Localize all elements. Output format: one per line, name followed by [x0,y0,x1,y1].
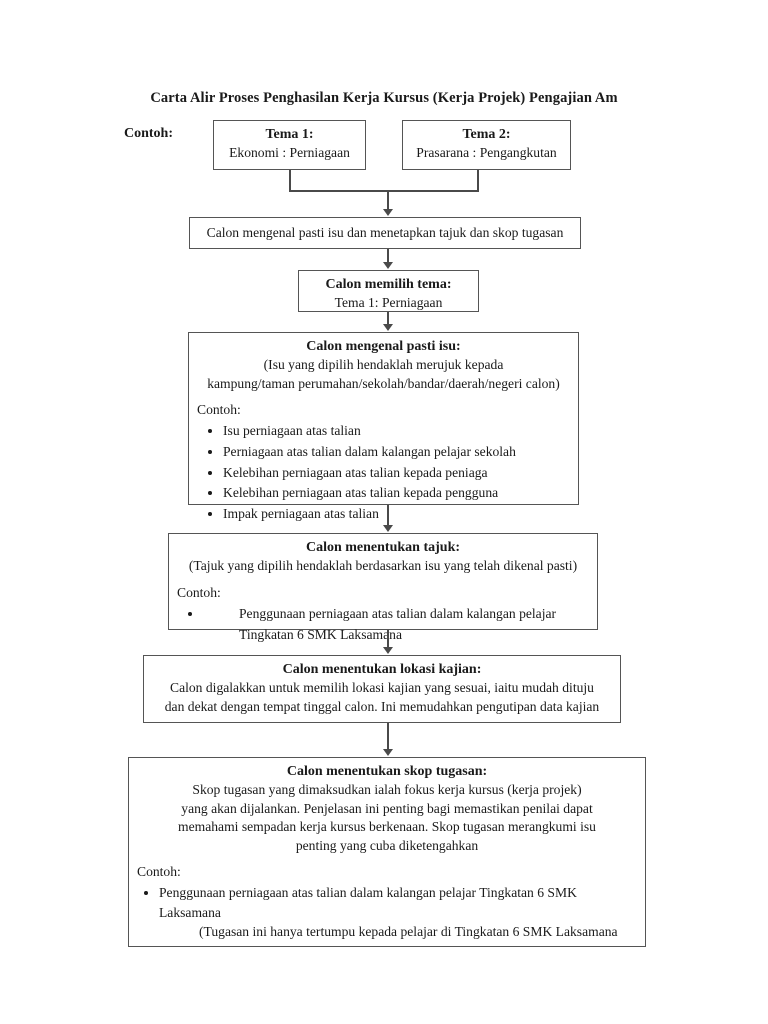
node-identify-issue-header: Calon mengenal pasti isu: [306,339,461,354]
node-tema-2-subtitle: Prasarana : Pengangkutan [416,145,557,161]
node-identify-issue-note-1: (Isu yang dipilih hendaklah merujuk kepa… [263,357,504,373]
node-identify-text: Calon mengenal pasti isu dan menetapkan … [206,225,564,240]
node-identify-issue: Calon mengenal pasti isu: (Isu yang dipi… [188,332,579,521]
arrow-head-icon [383,262,393,269]
connector-identify-down [387,249,389,263]
node-tema-1: Tema 1: Ekonomi : Perniagaan [213,120,366,170]
connector-tema2-down [477,170,479,192]
node-determine-scope-body-3: memahami sempadan kerja kursus berkenaan… [178,819,596,835]
node-tema-2-header: Tema 2: [462,127,511,142]
arrow-head-icon [383,525,393,532]
node-tema-2: Tema 2: Prasarana : Pengangkutan [402,120,571,170]
node-identify: Calon mengenal pasti isu dan menetapkan … [189,217,581,249]
node-determine-scope-header: Calon menentukan skop tugasan: [286,764,488,779]
node-determine-location-header: Calon menentukan lokasi kajian: [282,662,482,677]
connector-determine-location-down [387,723,389,750]
connector-identify-issue-down [387,505,389,526]
list-item: Isu perniagaan atas talian [223,421,570,442]
list-item: Penggunaan perniagaan atas talian dalam … [159,883,637,922]
node-pick-theme-header: Calon memilih tema: [325,277,452,292]
list-item: Penggunaan perniagaan atas talian dalam … [203,604,589,645]
arrow-head-icon [383,749,393,756]
arrow-head-icon [383,209,393,216]
connector-merge-horizontal [289,190,479,192]
node-identify-issue-bullet-list: Isu perniagaan atas talian Perniagaan at… [197,421,570,524]
list-item: Kelebihan perniagaan atas talian kepada … [223,463,570,484]
node-determine-scope-note: (Tugasan ini hanya tertumpu kepada pelaj… [199,924,618,940]
arrow-head-icon [383,324,393,331]
connector-determine-title-down [387,630,389,648]
node-determine-title-example-label: Contoh: [177,584,221,600]
node-determine-title-header: Calon menentukan tajuk: [305,540,461,555]
node-pick-theme: Calon memilih tema: Tema 1: Perniagaan [298,270,479,312]
node-determine-title: Calon menentukan tajuk: (Tajuk yang dipi… [168,533,598,642]
connector-merge-down [387,190,389,210]
list-item: Kelebihan perniagaan atas talian kepada … [223,483,570,504]
node-determine-scope-bullet-list: Penggunaan perniagaan atas talian dalam … [137,883,637,922]
node-determine-scope-example-label: Contoh: [137,863,181,879]
page-title: Carta Alir Proses Penghasilan Kerja Kurs… [150,90,618,106]
arrow-head-icon [383,647,393,654]
node-determine-scope-body-1: Skop tugasan yang dimaksudkan ialah foku… [192,782,582,798]
node-determine-location-body-1: Calon digalakkan untuk memilih lokasi ka… [170,680,594,696]
node-tema-1-subtitle: Ekonomi : Perniagaan [229,145,350,161]
node-determine-title-note-1: (Tajuk yang dipilih hendaklah berdasarka… [188,558,578,574]
node-determine-scope-body-4: penting yang cuba diketengahkan [295,837,479,853]
node-determine-location: Calon menentukan lokasi kajian: Calon di… [143,655,621,723]
node-tema-1-header: Tema 1: [265,127,314,142]
list-item: Impak perniagaan atas talian [223,504,570,525]
connector-pick-theme-down [387,312,389,325]
node-identify-issue-example-label: Contoh: [197,402,241,418]
node-pick-theme-subtitle: Tema 1: Perniagaan [334,295,443,311]
node-identify-issue-note-2: kampung/taman perumahan/sekolah/bandar/d… [207,375,560,391]
connector-tema1-down [289,170,291,192]
node-determine-scope-body-2: yang akan dijalankan. Penjelasan ini pen… [181,800,593,816]
node-determine-title-bullet-list: Penggunaan perniagaan atas talian dalam … [177,604,589,645]
list-item: Perniagaan atas talian dalam kalangan pe… [223,442,570,463]
node-determine-location-body-2: dan dekat dengan tempat tinggal calon. I… [164,698,600,714]
node-determine-scope: Calon menentukan skop tugasan: Skop tuga… [128,757,646,947]
contoh-label: Contoh: [124,126,174,141]
